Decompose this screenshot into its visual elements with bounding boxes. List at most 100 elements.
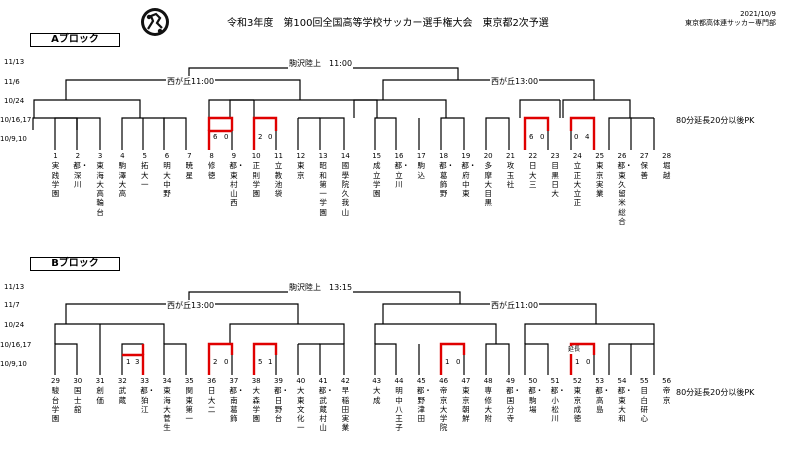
team-name: 東海大菅生 (163, 386, 171, 433)
team-name: 都・深川 (73, 161, 89, 189)
team-name: 都・葛飾野 (439, 161, 455, 199)
team-number: 54 (617, 377, 627, 385)
team-number: 56 (662, 377, 672, 385)
team-number: 20 (483, 152, 493, 160)
team-name: 創価 (96, 386, 104, 405)
team-name: 正則学園 (252, 161, 260, 199)
team-name: 日大三 (529, 161, 537, 189)
team-number: 5 (142, 152, 147, 160)
team-number: 25 (595, 152, 605, 160)
team-name: 駿台学園 (51, 386, 60, 424)
score-b5: 1 (575, 358, 580, 366)
score-b4b: 0 (456, 358, 461, 366)
team-number: 39 (274, 377, 283, 385)
block-b-date-round2: 10/16,17 (0, 341, 32, 349)
team-name: 都・国分寺 (506, 386, 521, 424)
team-name: 駒込 (417, 161, 426, 180)
team-name: 立正大立正 (573, 161, 582, 208)
team-number: 27 (639, 152, 649, 160)
team-number: 48 (483, 377, 493, 385)
team-name: 大森学園 (252, 386, 260, 424)
score-a3b: 0 (540, 133, 545, 141)
team-number: 38 (251, 377, 261, 385)
block-b-venue-final: 駒沢陸上 13:15 (288, 282, 354, 293)
team-number: 22 (528, 152, 538, 160)
team-name: 拓大一 (140, 161, 149, 189)
score-a1b: 0 (224, 133, 229, 141)
block-b-date-final: 11/13 (4, 283, 25, 291)
team-number: 50 (528, 377, 538, 385)
team-name: 都・小松川 (550, 386, 566, 424)
team-name: 都・東久留米総合 (617, 161, 633, 227)
score-b4: 1 (445, 358, 450, 366)
team-name: 国士舘 (74, 386, 82, 414)
score-a2b: 0 (268, 133, 273, 141)
team-name: 都・東村山西 (229, 161, 245, 208)
team-number: 10 (251, 152, 261, 160)
block-b-venue-left-semi: 西が丘13:00 (166, 300, 216, 311)
team-number: 43 (372, 377, 382, 385)
tournament-logo (140, 7, 170, 37)
score-a4: 0 (574, 133, 579, 141)
team-number: 24 (572, 152, 582, 160)
team-number: 6 (164, 152, 170, 160)
team-name: 修徳 (207, 161, 216, 180)
team-name: 帝京 (662, 386, 671, 405)
team-name: 実践学園 (51, 161, 60, 199)
team-name: 東京朝鮮 (462, 386, 470, 424)
team-name: 國學院久我山 (341, 161, 350, 217)
team-number: 52 (572, 377, 582, 385)
block-a-venue-right-semi: 西が丘13:00 (490, 76, 540, 87)
team-number: 8 (209, 152, 214, 160)
block-b-venue-right-semi: 西が丘11:00 (490, 300, 540, 311)
team-number: 37 (229, 377, 239, 385)
team-name: 都・府中東 (461, 161, 477, 199)
block-b-date-round3: 10/24 (4, 321, 25, 329)
team-number: 17 (416, 152, 426, 160)
team-name: 武蔵 (118, 386, 127, 405)
team-number: 33 (140, 377, 150, 385)
team-number: 42 (340, 377, 350, 385)
team-number: 18 (439, 152, 449, 160)
team-name: 大東文化一 (297, 386, 305, 433)
score-b2b: 0 (224, 358, 229, 366)
team-name: 堀越 (662, 161, 671, 180)
team-number: 26 (617, 152, 627, 160)
team-name: 多摩大目黒 (484, 161, 492, 208)
team-name: 攻玉社 (506, 161, 515, 189)
team-number: 11 (274, 152, 283, 160)
team-number: 35 (184, 377, 194, 385)
team-number: 55 (639, 377, 649, 385)
team-name: 明大中野 (163, 161, 171, 199)
team-name: 都・駒場 (528, 386, 544, 414)
block-a-date-round1: 10/9,10 (0, 135, 27, 143)
